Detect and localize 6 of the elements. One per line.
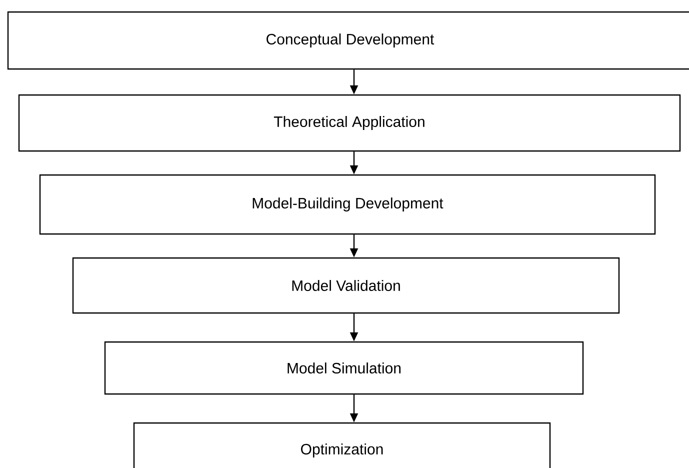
process-box: Model Validation (72, 257, 620, 314)
process-box: Optimization (133, 422, 551, 468)
process-box: Theoretical Application (18, 94, 681, 152)
process-box: Model Simulation (104, 341, 584, 395)
process-box: Conceptual Development (7, 11, 689, 70)
process-box: Model-Building Development (39, 174, 656, 235)
